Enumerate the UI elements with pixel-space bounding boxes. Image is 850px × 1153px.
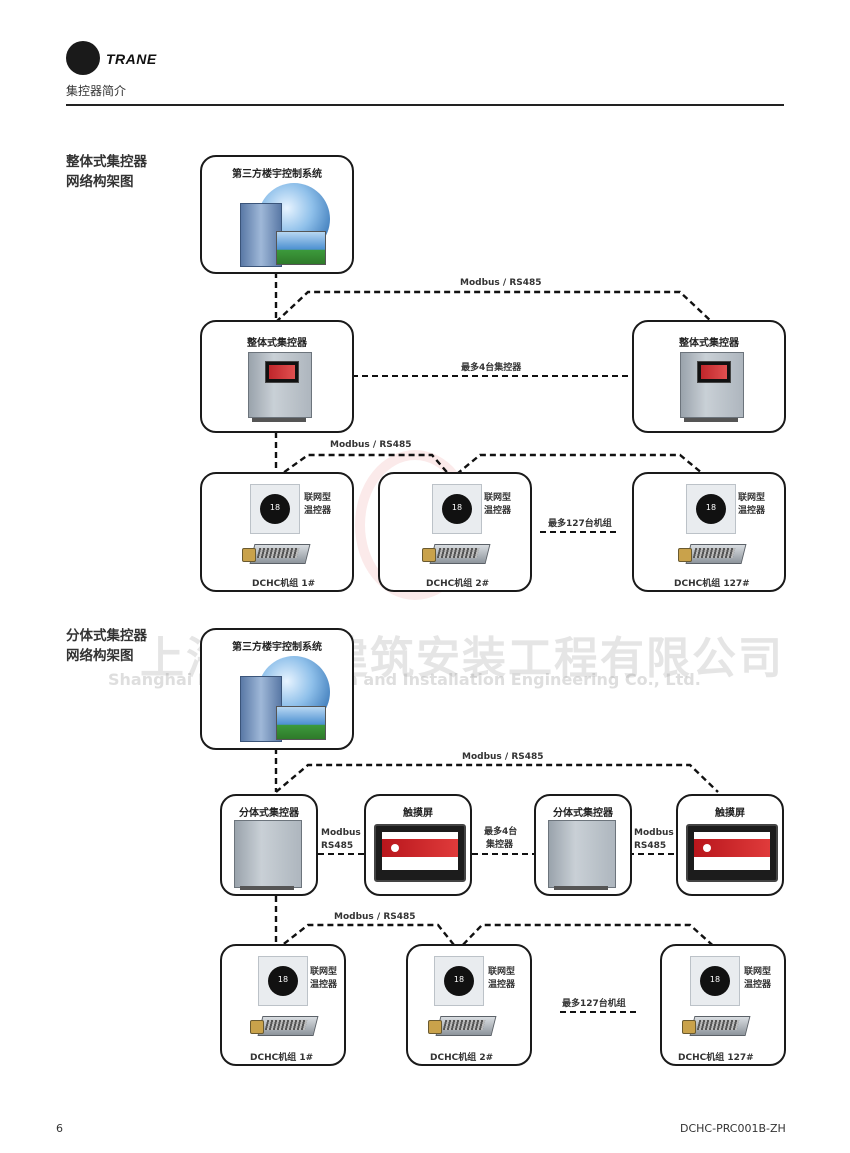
max-units-label: 最多127台机组 [562, 999, 626, 1009]
controller-cabinet-icon [680, 352, 744, 418]
integrated-controller-box-left: 整体式集控器 [200, 320, 354, 433]
thermostat-label-line1: 联网型 [484, 493, 512, 503]
thermostat-label-line2: 温控器 [744, 980, 772, 990]
cabinet-base [684, 418, 738, 422]
bms-label: 第三方楼宇控制系统 [232, 642, 322, 653]
unit-label: DCHC机组 127# [678, 1053, 754, 1063]
header-rule [66, 104, 784, 106]
unit-box-2: 18 联网型 温控器 DCHC机组 2# [406, 944, 532, 1066]
modbus-label-line1: Modbus / [634, 828, 681, 838]
fan-coil-unit-icon [428, 1012, 497, 1038]
touchscreen-box-left: 触摸屏 [364, 794, 472, 896]
integrated-controller-label: 整体式集控器 [247, 338, 307, 349]
unit-box-3: 18 联网型 温控器 DCHC机组 127# [632, 472, 786, 592]
modbus-label-line2: RS485 [321, 841, 354, 851]
touchscreen-icon [686, 824, 778, 882]
modbus-label-line1: Modbus / [321, 828, 368, 838]
unit-box-1: 18 联网型 温控器 DCHC机组 1# [220, 944, 346, 1066]
cabinet-base [252, 418, 306, 422]
thermostat-label-line2: 温控器 [484, 506, 512, 516]
bms-box-1: 第三方楼宇控制系统 [200, 155, 354, 274]
thermostat-label-line1: 联网型 [488, 967, 516, 977]
unit-label: DCHC机组 1# [250, 1053, 314, 1063]
split-controller-box-right: 分体式集控器 [534, 794, 632, 896]
modbus-label: Modbus / RS485 [460, 278, 542, 288]
bms-label: 第三方楼宇控制系统 [232, 169, 322, 180]
thermostat-icon: 18 [258, 956, 308, 1006]
fan-coil-unit-icon [678, 540, 747, 566]
page-number: 6 [56, 1122, 63, 1135]
thermostat-icon: 18 [434, 956, 484, 1006]
unit-label: DCHC机组 2# [430, 1053, 494, 1063]
thermostat-icon: 18 [432, 484, 482, 534]
thermostat-label-line1: 联网型 [744, 967, 772, 977]
controller-cabinet-icon [234, 820, 302, 888]
max-controllers-line2: 集控器 [486, 840, 514, 850]
thermostat-icon: 18 [686, 484, 736, 534]
thermostat-label-line2: 温控器 [304, 506, 332, 516]
modbus-label-line2: RS485 [634, 841, 667, 851]
unit-box-3: 18 联网型 温控器 DCHC机组 127# [660, 944, 786, 1066]
cabinet-base [554, 886, 608, 890]
modbus-label: Modbus / RS485 [330, 440, 412, 450]
fan-coil-unit-icon [242, 540, 311, 566]
thermostat-icon: 18 [250, 484, 300, 534]
thermostat-label-line2: 温控器 [488, 980, 516, 990]
thermostat-label-line2: 温控器 [738, 506, 766, 516]
controller-cabinet-icon [248, 352, 312, 418]
unit-box-2: 18 联网型 温控器 DCHC机组 2# [378, 472, 532, 592]
max-units-label: 最多127台机组 [548, 519, 612, 529]
bms-box-2: 第三方楼宇控制系统 [200, 628, 354, 750]
touchscreen-label: 触摸屏 [715, 808, 745, 819]
section2-title-line2: 网络构架图 [66, 648, 134, 664]
fan-coil-unit-icon [422, 540, 491, 566]
page-subtitle: 集控器简介 [66, 84, 127, 98]
touchscreen-label: 触摸屏 [403, 808, 433, 819]
building-globe-icon [232, 179, 332, 269]
integrated-controller-box-right: 整体式集控器 [632, 320, 786, 433]
section1-title-line2: 网络构架图 [66, 174, 134, 190]
thermostat-label-line1: 联网型 [738, 493, 766, 503]
document-code: DCHC-PRC001B-ZH [680, 1122, 786, 1135]
max-controllers-line1: 最多4台 [484, 827, 518, 837]
thermostat-icon: 18 [690, 956, 740, 1006]
brand-name: TRANE [106, 51, 157, 67]
unit-label: DCHC机组 1# [252, 579, 316, 589]
section2-title-line1: 分体式集控器 [66, 628, 147, 644]
fan-coil-unit-icon [250, 1012, 319, 1038]
thermostat-label-line2: 温控器 [310, 980, 338, 990]
unit-box-1: 18 联网型 温控器 DCHC机组 1# [200, 472, 354, 592]
fan-coil-unit-icon [682, 1012, 751, 1038]
section1-title-line1: 整体式集控器 [66, 154, 147, 170]
controller-cabinet-icon [548, 820, 616, 888]
unit-label: DCHC机组 2# [426, 579, 490, 589]
touchscreen-box-right: 触摸屏 [676, 794, 784, 896]
integrated-controller-label: 整体式集控器 [679, 338, 739, 349]
section2-title: 分体式集控器 网络构架图 [66, 626, 147, 666]
modbus-label: Modbus / RS485 [462, 752, 544, 762]
unit-label: DCHC机组 127# [674, 579, 750, 589]
thermostat-label-line1: 联网型 [304, 493, 332, 503]
modbus-label: Modbus / RS485 [334, 912, 416, 922]
split-controller-label: 分体式集控器 [239, 808, 299, 819]
split-controller-label: 分体式集控器 [553, 808, 613, 819]
cabinet-base [240, 886, 294, 890]
touchscreen-icon [374, 824, 466, 882]
thermostat-label-line1: 联网型 [310, 967, 338, 977]
building-globe-icon [232, 652, 332, 744]
section1-title: 整体式集控器 网络构架图 [66, 152, 147, 192]
split-controller-box-left: 分体式集控器 [220, 794, 318, 896]
trane-logo-icon [66, 41, 100, 75]
max-controllers-label: 最多4台集控器 [461, 363, 522, 373]
